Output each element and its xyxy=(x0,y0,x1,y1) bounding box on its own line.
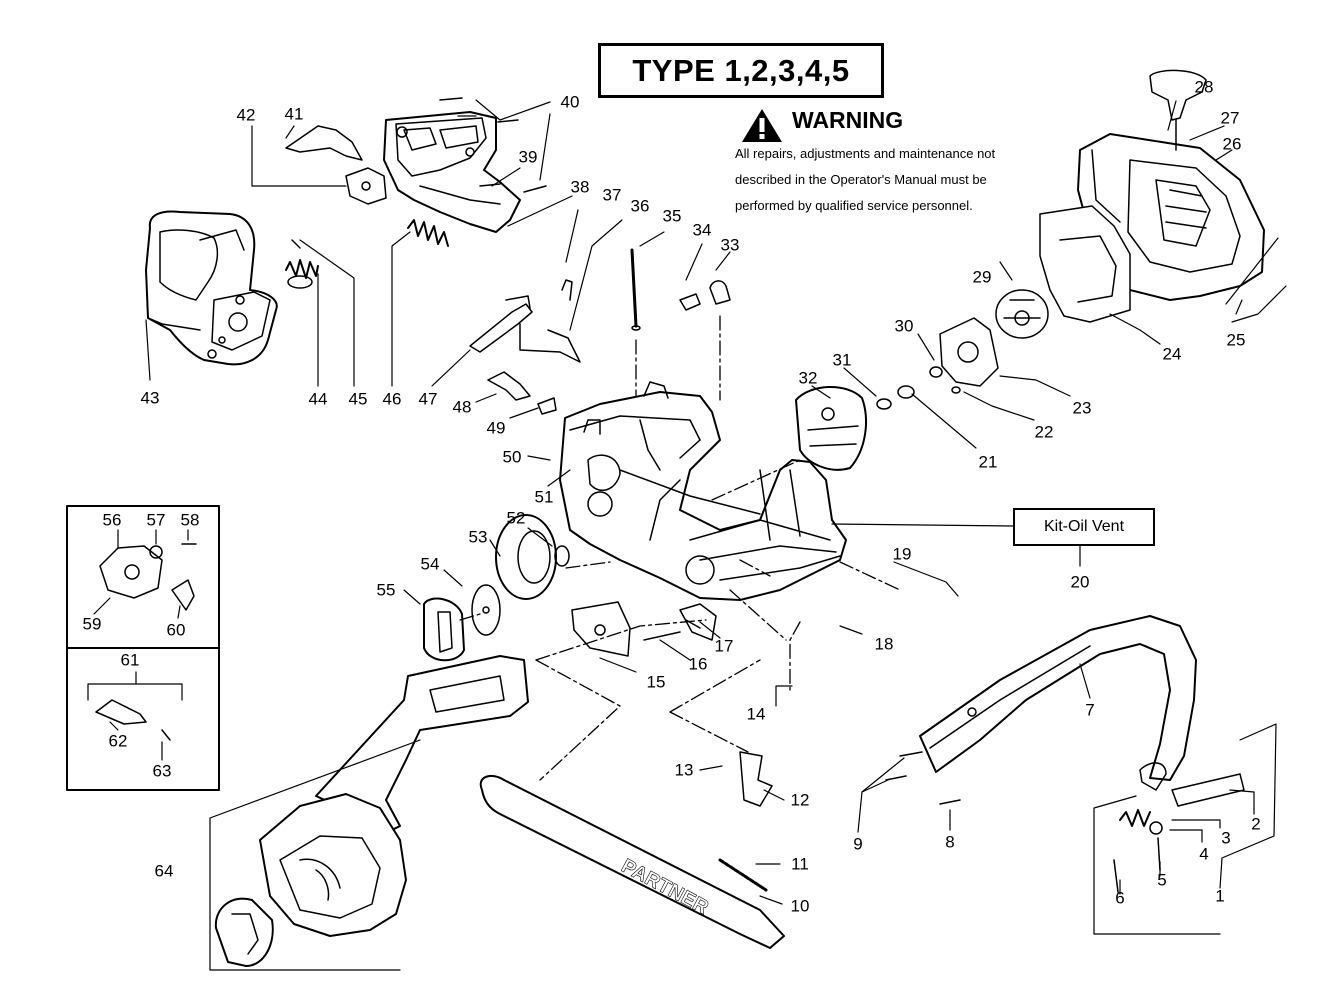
small-pins-drawing xyxy=(561,248,731,331)
part-number-29: 29 xyxy=(972,267,992,287)
part-number-52: 52 xyxy=(506,508,526,528)
part-number-27: 27 xyxy=(1220,108,1240,128)
warning-line: All repairs, adjustments and maintenance… xyxy=(735,146,996,161)
part-number-49: 49 xyxy=(486,418,506,438)
leader-lines xyxy=(87,99,1287,971)
throttle-rod-drawing xyxy=(469,295,581,415)
part-number-34: 34 xyxy=(692,220,712,240)
part-number-63: 63 xyxy=(152,761,172,781)
part-number-39: 39 xyxy=(518,147,538,167)
part-number-14: 14 xyxy=(746,704,766,724)
part-number-56: 56 xyxy=(102,510,122,530)
chain-guide-drawing xyxy=(571,601,717,657)
guide-bar-drawing: PARTNER xyxy=(479,751,785,949)
part-number-13: 13 xyxy=(674,760,694,780)
warning-line: performed by qualified service personnel… xyxy=(735,198,973,213)
part-number-53: 53 xyxy=(468,527,488,547)
part-number-62: 62 xyxy=(108,731,128,751)
part-number-22: 22 xyxy=(1034,422,1054,442)
handle-bracket-drawing xyxy=(285,97,547,233)
flywheel-drawing xyxy=(795,289,1049,471)
part-number-9: 9 xyxy=(853,834,863,854)
part-number-42: 42 xyxy=(236,105,256,125)
part-number-59: 59 xyxy=(82,614,102,634)
part-number-10: 10 xyxy=(790,896,810,916)
part-number-28: 28 xyxy=(1194,77,1214,97)
part-number-55: 55 xyxy=(376,580,396,600)
part-number-41: 41 xyxy=(284,104,304,124)
assembly-lines xyxy=(459,315,901,781)
warning-triangle-icon xyxy=(742,109,782,142)
part-number-7: 7 xyxy=(1085,700,1095,720)
part-number-31: 31 xyxy=(832,350,852,370)
part-number-54: 54 xyxy=(420,554,440,574)
part-number-20: 20 xyxy=(1070,572,1090,592)
part-number-36: 36 xyxy=(630,196,650,216)
part-number-12: 12 xyxy=(790,790,810,810)
part-number-16: 16 xyxy=(688,654,708,674)
part-number-6: 6 xyxy=(1115,888,1125,908)
part-number-18: 18 xyxy=(874,634,894,654)
part-number-64: 64 xyxy=(154,861,174,881)
part-number-35: 35 xyxy=(662,206,682,226)
part-number-11: 11 xyxy=(791,854,809,874)
rear-handle-drawing xyxy=(145,210,278,366)
part-number-8: 8 xyxy=(945,832,955,852)
warning-line: described in the Operator's Manual must … xyxy=(735,172,987,187)
warning-heading: WARNING xyxy=(792,106,904,133)
inset-parts-drawing xyxy=(95,543,197,741)
kit-oil-vent-label: Kit-Oil Vent xyxy=(1013,508,1155,546)
part-number-23: 23 xyxy=(1072,398,1092,418)
part-number-38: 38 xyxy=(570,177,590,197)
clutch-drum-drawing xyxy=(423,514,570,662)
part-number-2: 2 xyxy=(1251,814,1261,834)
part-number-24: 24 xyxy=(1162,344,1182,364)
part-number-46: 46 xyxy=(382,389,402,409)
warning-body: All repairs, adjustments and maintenance… xyxy=(735,141,1055,219)
part-number-19: 19 xyxy=(892,544,912,564)
part-number-58: 58 xyxy=(180,510,200,530)
springs-drawing xyxy=(285,219,449,289)
part-number-30: 30 xyxy=(894,316,914,336)
chain-brake-drawing xyxy=(214,655,529,967)
part-number-15: 15 xyxy=(646,672,666,692)
part-number-48: 48 xyxy=(452,397,472,417)
part-number-60: 60 xyxy=(166,620,186,640)
part-number-50: 50 xyxy=(502,447,522,467)
part-number-43: 43 xyxy=(140,388,160,408)
warning-icon-spacer xyxy=(740,103,784,137)
starter-housing-drawing xyxy=(1039,69,1265,323)
part-number-21: 21 xyxy=(978,452,998,472)
part-number-17: 17 xyxy=(714,636,734,656)
part-number-45: 45 xyxy=(348,389,368,409)
type-title: TYPE 1,2,3,4,5 xyxy=(598,43,884,98)
part-number-4: 4 xyxy=(1199,844,1209,864)
part-number-51: 51 xyxy=(534,487,554,507)
warning-notice: WARNING All repairs, adjustments and mai… xyxy=(735,103,1055,219)
part-number-61: 61 xyxy=(120,650,140,670)
part-number-5: 5 xyxy=(1157,870,1167,890)
part-number-3: 3 xyxy=(1221,828,1231,848)
crankcase-drawing xyxy=(559,381,847,601)
part-number-33: 33 xyxy=(720,235,740,255)
part-number-37: 37 xyxy=(602,185,622,205)
part-number-57: 57 xyxy=(146,510,166,530)
part-number-40: 40 xyxy=(560,92,580,112)
inset-frames xyxy=(66,505,220,791)
part-number-25: 25 xyxy=(1226,330,1246,350)
front-handle-drawing xyxy=(885,615,1245,893)
part-number-1: 1 xyxy=(1215,886,1225,906)
part-number-32: 32 xyxy=(798,368,818,388)
part-number-47: 47 xyxy=(418,389,438,409)
part-number-44: 44 xyxy=(308,389,328,409)
part-number-26: 26 xyxy=(1222,134,1242,154)
